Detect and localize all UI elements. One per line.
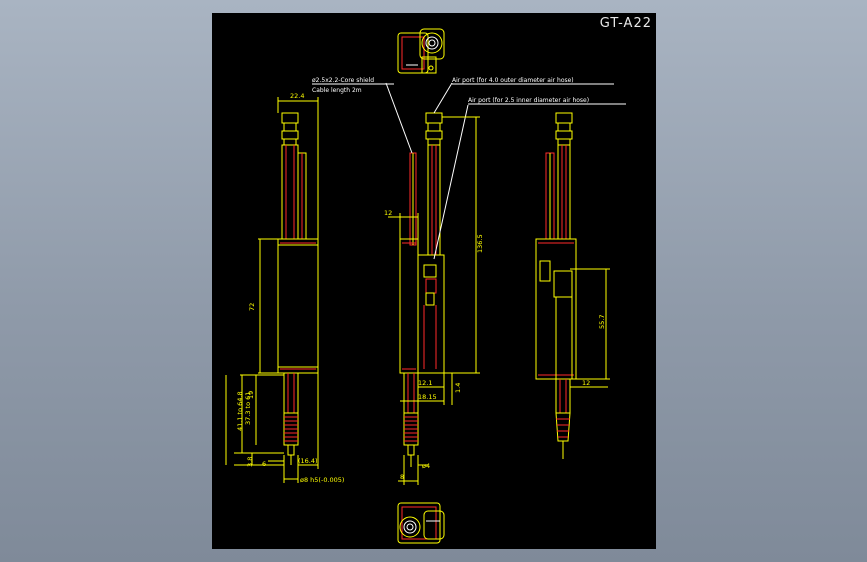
dim-6: 6: [262, 460, 266, 468]
dim-phi8: ø8 h5(-0.005): [300, 476, 344, 484]
note-cable-length: Cable length 2m: [312, 87, 362, 94]
dim-1-4: 1.4: [454, 383, 462, 393]
dim-8: 8: [400, 473, 404, 481]
bottom-view: [397, 502, 445, 544]
note-air-port-outer: Air port (for 4.0 outer diameter air hos…: [452, 77, 574, 84]
dim-phi4: ø4: [422, 462, 430, 470]
note-air-port-inner: Air port (for 2.5 inner diameter air hos…: [468, 97, 589, 104]
dim-37: 37.3 to 61: [244, 392, 252, 425]
dim-12-1: 12.1: [418, 379, 432, 387]
dim-12-left: 12: [384, 209, 392, 217]
dim-19: 19: [247, 391, 255, 399]
middle-view: 12 136.5 12.1 18.15 1.4 8 ø4: [384, 82, 484, 485]
left-view: 22.4 72 19 37.3 to 61 41.1 to 64.8 3.8 6…: [225, 92, 344, 484]
engineering-drawing: 22.4 72 19 37.3 to 61 41.1 to 64.8 3.8 6…: [225, 28, 626, 544]
dim-55-7: 55.7: [598, 315, 606, 329]
right-view: 55.7 12: [535, 112, 610, 459]
dim-16-4: (16.4): [298, 457, 318, 465]
dim-18-15: 18.15: [418, 393, 437, 401]
note-cable: ø2.5x2.2-Core shield: [312, 77, 374, 84]
dim-body-length: 72: [248, 303, 256, 311]
dim-3-8: 3.8: [246, 457, 254, 467]
dim-12-right: 12: [582, 379, 590, 387]
dim-width-top: 22.4: [290, 92, 304, 100]
top-view: [397, 28, 445, 74]
dim-136: 136.5: [476, 234, 484, 253]
dim-41: 41.1 to 64.8: [236, 391, 244, 431]
drawing-title: GT-A22: [599, 16, 652, 31]
drawing-sheet: GT-A22: [212, 13, 656, 549]
